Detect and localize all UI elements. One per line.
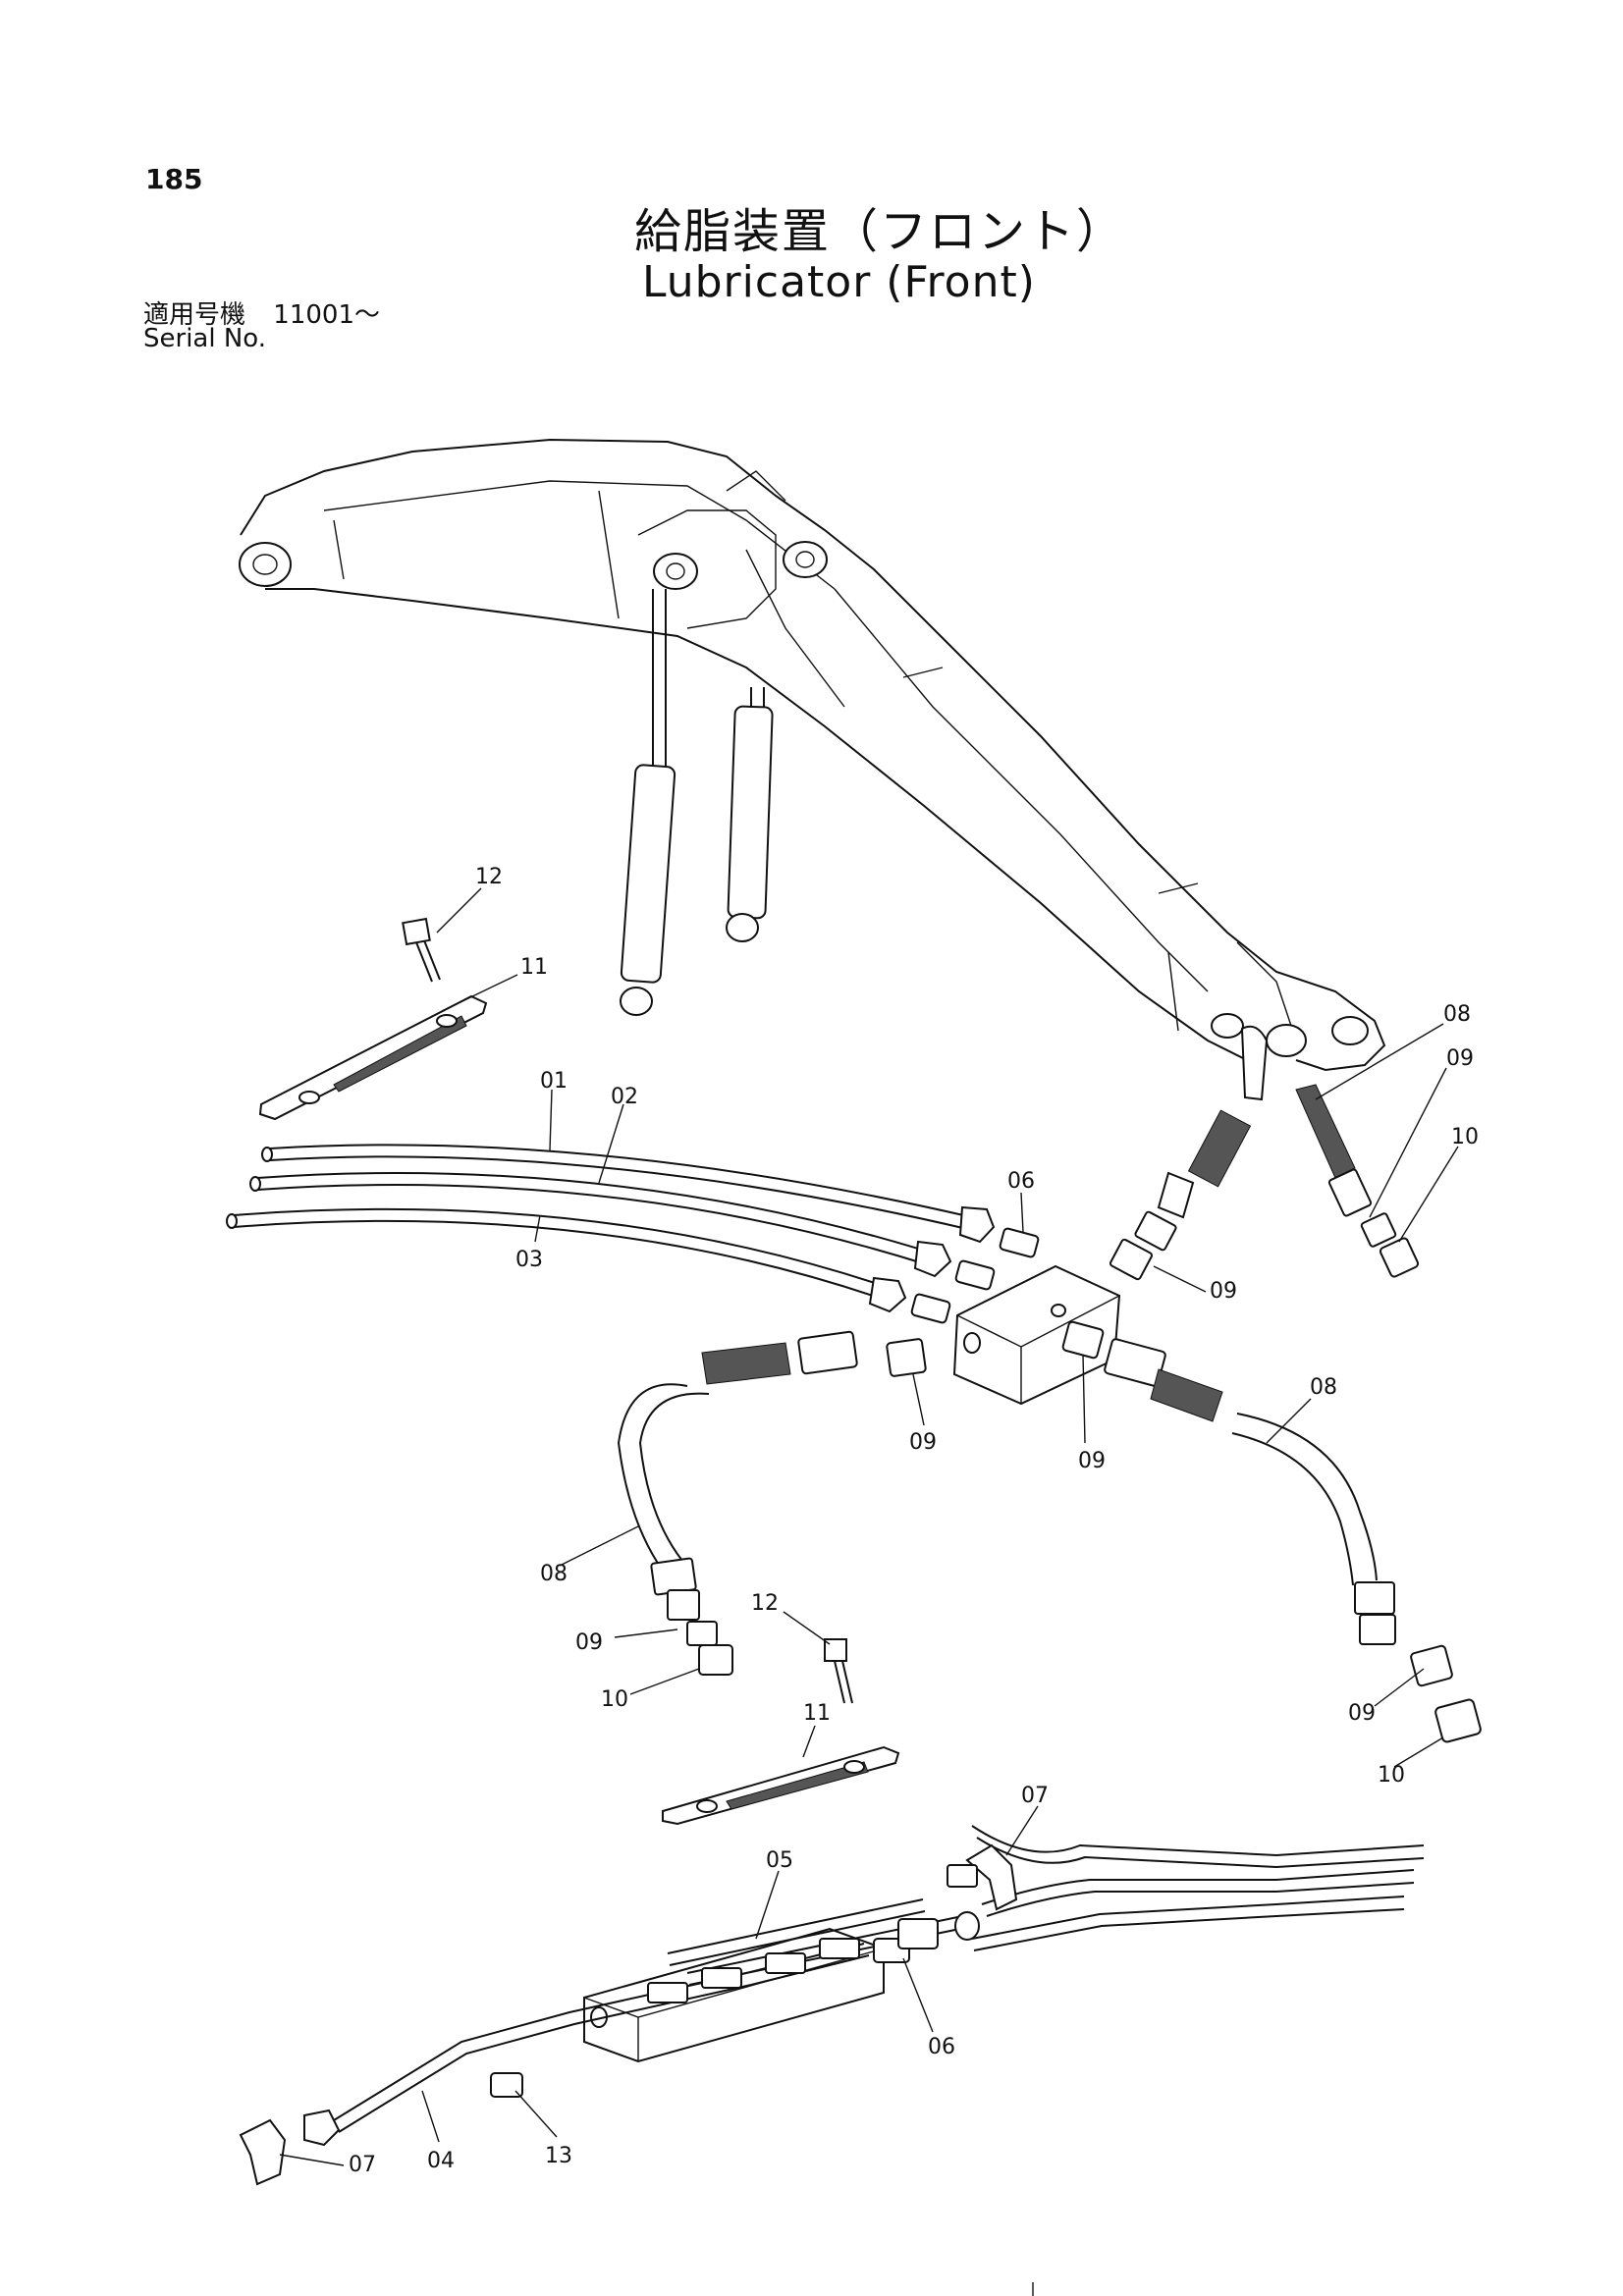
callout-09-center-left: 09 <box>909 1430 937 1455</box>
serial-label-english: Serial No. <box>143 324 266 353</box>
callout-05: 05 <box>766 1848 793 1873</box>
callout-12-upper: 12 <box>475 865 503 889</box>
callout-06-lower: 06 <box>928 2035 955 2059</box>
callout-08-center-left: 08 <box>540 1562 568 1586</box>
callout-06-upper: 06 <box>1007 1169 1035 1194</box>
callout-01: 01 <box>540 1069 568 1094</box>
callout-09-lower-left: 09 <box>575 1630 603 1655</box>
serial-label-japanese: 適用号機 11001～ <box>143 294 380 331</box>
callout-07-lower: 07 <box>349 2153 376 2177</box>
page-number: 185 <box>145 163 203 195</box>
plate-lower-assembly <box>662 1638 900 1826</box>
callout-12-lower: 12 <box>751 1591 779 1616</box>
hose-08-center-right <box>1061 1320 1482 1743</box>
boom-drawing <box>239 438 1386 1101</box>
leader-lines <box>279 887 1459 2166</box>
title-japanese: 給脂装置（フロント） <box>634 204 1126 259</box>
callout-13: 13 <box>545 2144 572 2168</box>
callout-09-lower-right: 09 <box>1348 1701 1376 1726</box>
callout-02: 02 <box>611 1085 638 1109</box>
title-english: Lubricator (Front) <box>642 257 1036 307</box>
callout-09-center-right-top: 09 <box>1210 1279 1237 1304</box>
callout-10-upper-right: 10 <box>1451 1125 1479 1149</box>
callout-09-center-right: 09 <box>1078 1449 1106 1473</box>
plate-upper-assembly <box>258 917 488 1121</box>
callout-labels: 12 11 01 02 03 06 08 09 10 09 09 09 08 0… <box>349 865 1479 2177</box>
callout-09-upper-right: 09 <box>1446 1046 1474 1071</box>
hose-08-upper-right <box>1109 1084 1420 1281</box>
callout-08-center-right: 08 <box>1310 1375 1337 1400</box>
callout-04: 04 <box>427 2149 455 2173</box>
callout-08-upper-right: 08 <box>1443 1002 1471 1027</box>
callout-11-lower: 11 <box>803 1701 831 1726</box>
hose-group-upper <box>226 1144 1040 1324</box>
hose-08-center-left <box>617 1330 927 1676</box>
callout-10-lower-right: 10 <box>1378 1763 1405 1788</box>
pipe-assembly-lower <box>239 1825 1425 2186</box>
callout-07-upper: 07 <box>1021 1784 1049 1808</box>
callout-11-upper: 11 <box>520 955 548 980</box>
serial-label-jp-text: 適用号機 <box>143 300 246 330</box>
serial-range: 11001～ <box>273 300 380 330</box>
callout-10-lower-left: 10 <box>601 1687 628 1712</box>
callout-03: 03 <box>515 1248 543 1272</box>
